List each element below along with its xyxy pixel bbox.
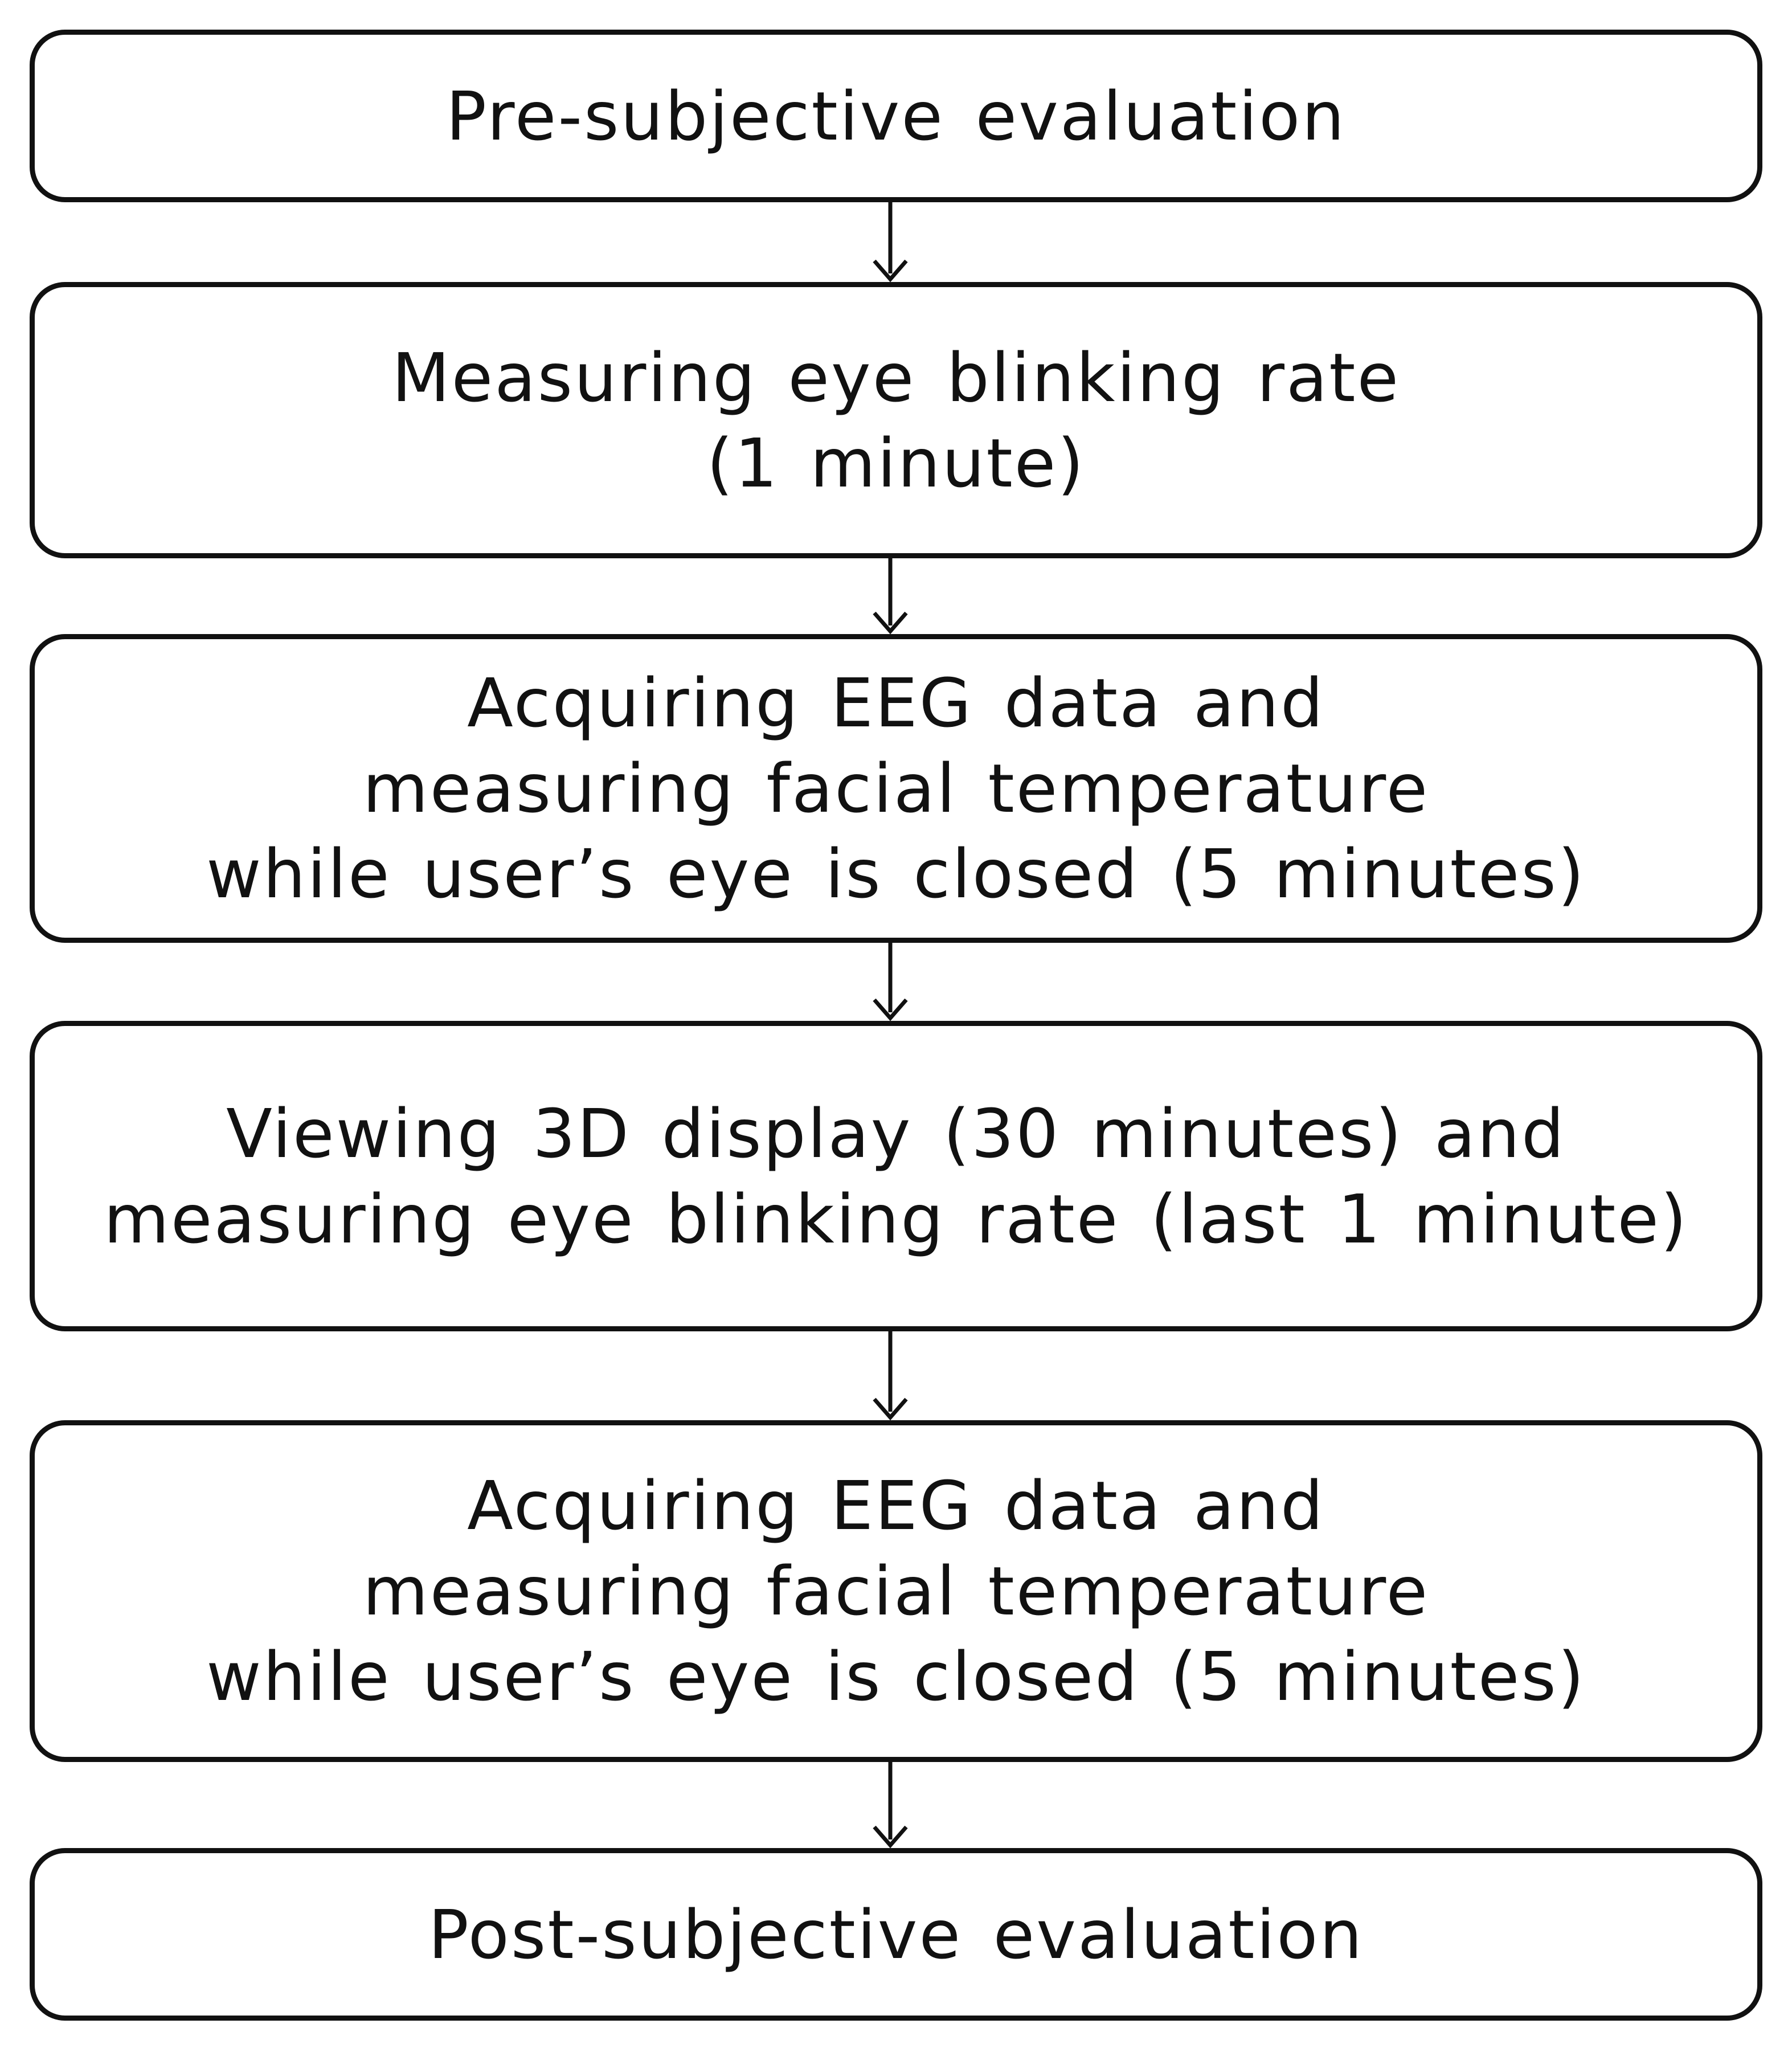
step-text-line: Viewing 3D display (30 minutes) and	[226, 1094, 1566, 1173]
arrow-4	[873, 1331, 908, 1421]
arrow-5	[873, 1762, 908, 1849]
step-eeg-facial-temperature-post: Acquiring EEG data and measuring facial …	[30, 1420, 1762, 1762]
step-measuring-blink-rate: Measuring eye blinking rate (1 minute)	[30, 282, 1762, 558]
step-eeg-facial-temperature-pre: Acquiring EEG data and measuring facial …	[30, 634, 1762, 943]
arrow-1	[873, 202, 908, 283]
step-text-line: Acquiring EEG data and	[467, 1466, 1325, 1545]
step-post-subjective-evaluation: Post-subjective evaluation	[30, 1848, 1762, 2021]
step-text-line: Acquiring EEG data and	[467, 664, 1325, 742]
step-viewing-3d-display: Viewing 3D display (30 minutes) and meas…	[30, 1021, 1762, 1331]
arrow-3	[873, 943, 908, 1021]
step-text-line: Post-subjective evaluation	[428, 1895, 1364, 1974]
arrow-2	[873, 558, 908, 635]
step-text-line: (1 minute)	[706, 423, 1086, 502]
step-pre-subjective-evaluation: Pre-subjective evaluation	[30, 30, 1762, 202]
step-text-line: while user’s eye is closed (5 minutes)	[206, 1637, 1586, 1716]
step-text-line: measuring facial temperature	[362, 749, 1430, 828]
step-text-line: Pre-subjective evaluation	[445, 76, 1347, 156]
step-text-line: while user’s eye is closed (5 minutes)	[206, 835, 1586, 913]
step-text-line: measuring eye blinking rate (last 1 minu…	[103, 1179, 1689, 1258]
step-text-line: measuring facial temperature	[362, 1552, 1430, 1630]
step-text-line: Measuring eye blinking rate	[391, 338, 1401, 417]
